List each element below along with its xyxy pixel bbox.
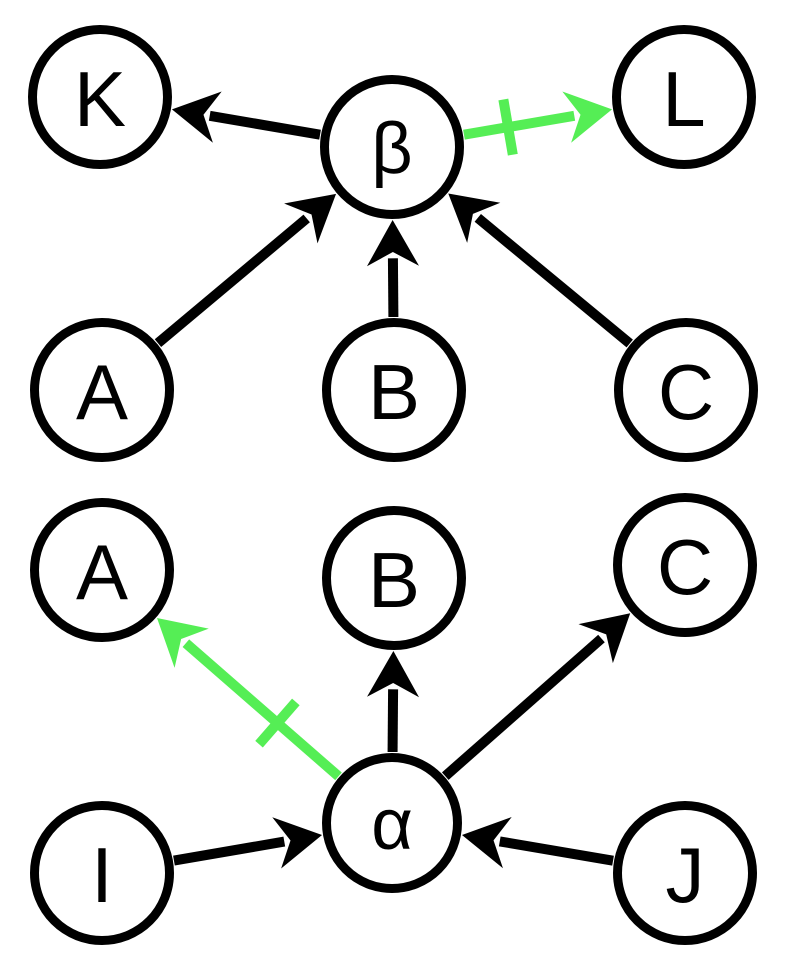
node-A_up[interactable]: A (30, 318, 174, 462)
edge-arrowhead (461, 817, 512, 869)
node-label: α (371, 785, 413, 865)
edge-arrowhead (171, 91, 222, 143)
edge-arrowhead (272, 817, 323, 869)
node-label: L (662, 55, 705, 143)
node-circle[interactable] (613, 493, 757, 637)
node-label: A (76, 528, 128, 616)
edge-alpha-A (157, 617, 342, 781)
edge-arrowhead (562, 91, 613, 143)
node-B_lo[interactable]: B (322, 506, 466, 650)
node-B_up[interactable]: B (322, 318, 466, 462)
edge-negation-strike (498, 98, 518, 156)
node-I[interactable]: I (30, 801, 174, 945)
edge-alpha-C (441, 613, 631, 780)
node-circle[interactable] (612, 25, 756, 169)
edge-B-beta (366, 220, 419, 318)
node-C_up[interactable]: C (614, 318, 758, 462)
edge-A-beta (154, 193, 337, 347)
edge-C-beta (448, 193, 633, 348)
node-label: J (666, 831, 705, 919)
node-label: β (371, 109, 412, 189)
node-label: B (368, 536, 420, 624)
edge-arrowhead (367, 651, 420, 698)
node-circle[interactable] (30, 318, 174, 462)
node-label: B (368, 348, 420, 436)
edge-arrowhead (448, 193, 501, 243)
edge-line (498, 836, 614, 866)
node-layer: Kβ L A B C A B CαI J (28, 25, 758, 945)
node-circle[interactable] (322, 753, 462, 893)
node-circle[interactable] (614, 318, 758, 462)
node-circle[interactable] (28, 25, 172, 169)
node-J[interactable]: J (613, 801, 757, 945)
node-L[interactable]: L (612, 25, 756, 169)
node-label: C (657, 523, 713, 611)
node-circle[interactable] (322, 506, 466, 650)
edge-arrowhead (366, 220, 419, 267)
edge-line (154, 214, 310, 347)
edge-line (208, 110, 321, 140)
edge-J-alpha (461, 817, 614, 869)
edge-layer (154, 91, 633, 869)
node-label: K (74, 55, 126, 143)
edge-line (441, 634, 605, 780)
edge-negation-strike (255, 698, 300, 748)
node-alpha[interactable]: α (322, 753, 462, 893)
node-K[interactable]: K (28, 25, 172, 169)
node-label: I (91, 831, 113, 919)
edge-line (182, 639, 342, 781)
edge-line (173, 836, 286, 866)
node-label: A (76, 348, 128, 436)
edge-beta-L (463, 91, 613, 156)
node-circle[interactable] (613, 801, 757, 945)
node-C_lo[interactable]: C (613, 493, 757, 637)
node-circle[interactable] (322, 318, 466, 462)
edge-arrowhead (284, 193, 337, 244)
edge-arrowhead (578, 613, 631, 664)
edge-line (474, 214, 633, 348)
node-label: C (658, 348, 714, 436)
edge-I-alpha (173, 817, 323, 869)
node-circle[interactable] (30, 498, 174, 642)
node-circle[interactable] (320, 75, 464, 219)
edge-alpha-B (367, 651, 420, 753)
node-circle[interactable] (30, 801, 174, 945)
edge-arrowhead (157, 617, 209, 668)
edge-line (387, 689, 399, 753)
node-beta[interactable]: β (320, 75, 464, 219)
edge-beta-K (171, 91, 321, 143)
node-A_lo[interactable]: A (30, 498, 174, 642)
edge-line (463, 110, 576, 140)
